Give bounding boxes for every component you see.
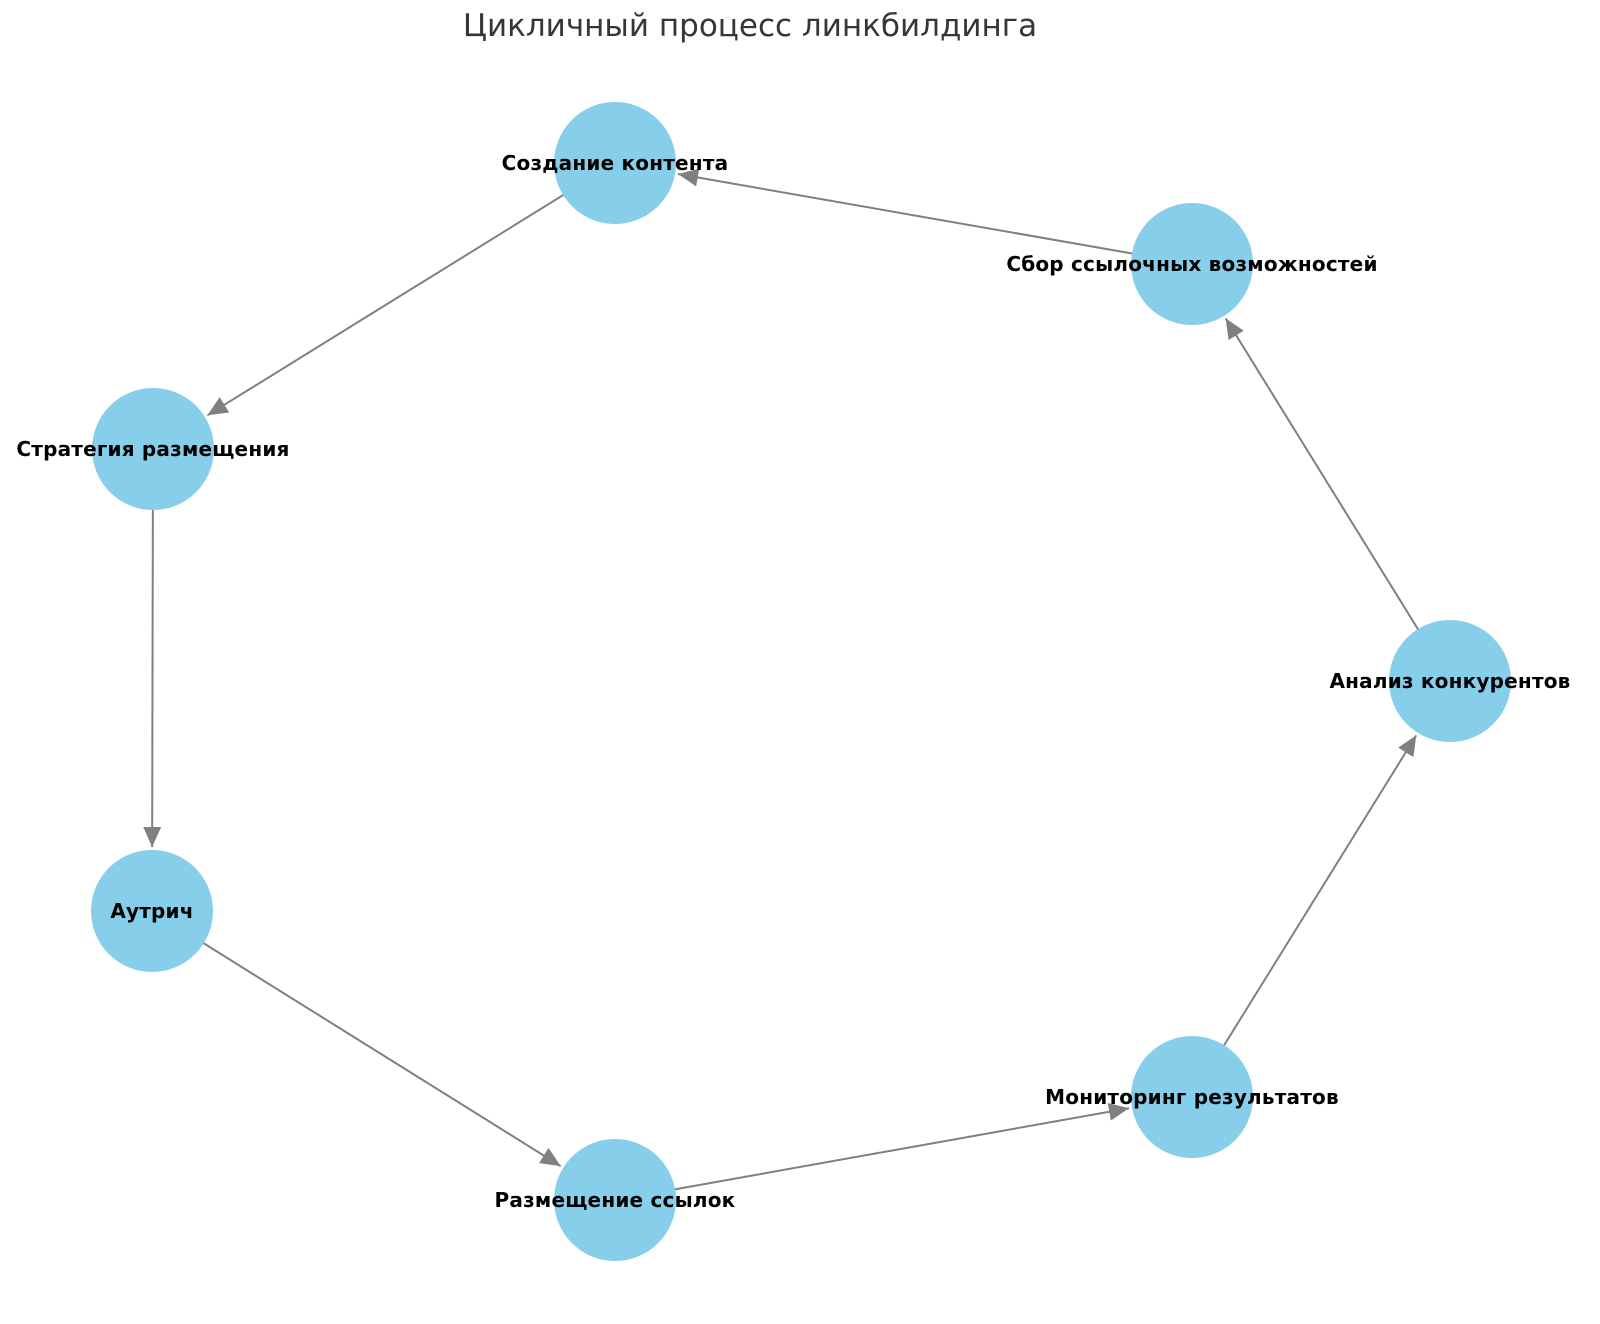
node-circle-analiz-konkurentov bbox=[1389, 620, 1511, 742]
edge-strategiya-razmeshcheniya-to-autrich bbox=[143, 508, 162, 848]
edge-autrich-to-razmeshchenie-ssylok bbox=[202, 941, 562, 1167]
node-circle-sbor-vozmozhnostey bbox=[1131, 203, 1253, 325]
node-label-razmeshchenie-ssylok: Размещение ссылок bbox=[494, 1188, 736, 1212]
node-label-monitoring-rezultatov: Мониторинг результатов bbox=[1045, 1085, 1339, 1109]
node-label-sbor-vozmozhnostey: Сбор ссылочных возможностей bbox=[1006, 252, 1378, 276]
node-label-sozdanie-kontenta: Создание контента bbox=[501, 151, 729, 175]
node-circle-strategiya-razmeshcheniya bbox=[92, 388, 214, 510]
node-circle-autrich bbox=[91, 850, 213, 972]
edge-razmeshchenie-ssylok-to-monitoring-rezultatov bbox=[673, 1102, 1130, 1191]
edge-monitoring-rezultatov-to-analiz-konkurentov bbox=[1222, 734, 1418, 1047]
nodes-layer bbox=[91, 102, 1511, 1261]
node-circle-sozdanie-kontenta bbox=[554, 102, 676, 224]
node-circle-razmeshchenie-ssylok bbox=[554, 1139, 676, 1261]
edge-sbor-vozmozhnostey-to-sozdanie-kontenta bbox=[677, 168, 1134, 255]
edge-analiz-konkurentov-to-sbor-vozmozhnostey bbox=[1224, 317, 1420, 631]
edges-layer bbox=[143, 168, 1420, 1191]
node-label-autrich: Аутрич bbox=[110, 899, 194, 923]
node-label-strategiya-razmeshcheniya: Стратегия размещения bbox=[16, 437, 290, 461]
edge-sozdanie-kontenta-to-strategiya-razmeshcheniya bbox=[206, 193, 565, 417]
node-label-analiz-konkurentov: Анализ конкурентов bbox=[1329, 669, 1571, 693]
diagram-title: Цикличный процесс линкбилдинга bbox=[462, 8, 1038, 44]
node-circle-monitoring-rezultatov bbox=[1131, 1036, 1253, 1158]
